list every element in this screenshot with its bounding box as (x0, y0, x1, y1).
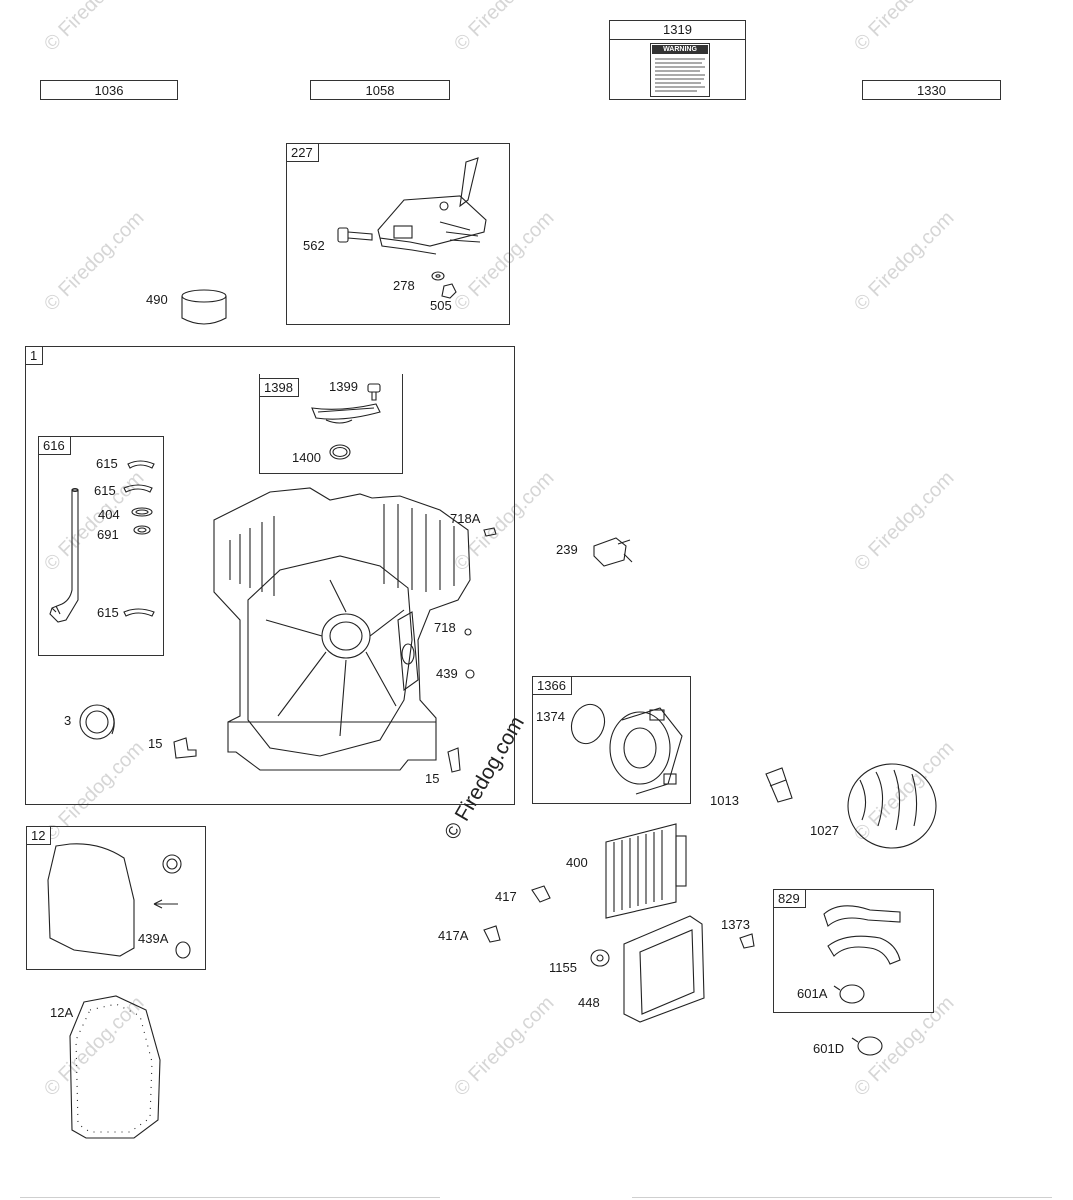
bolt-417A-drawing (483, 925, 501, 943)
group-box-1: 1 (25, 346, 515, 805)
callout-615-bottom: 615 (97, 605, 119, 620)
callout-278: 278 (393, 278, 415, 293)
bolt-562-drawing (337, 227, 373, 243)
group-box-1366: 1366 (532, 676, 691, 804)
screw-1373-drawing (739, 933, 755, 949)
bracket-448-drawing (623, 915, 705, 1023)
callout-3: 3 (64, 713, 72, 728)
group-tag-829: 829 (774, 890, 806, 908)
dipstick-tube-drawing (49, 487, 79, 623)
footer-rule-left (20, 1197, 440, 1198)
ref-box-1036: 1036 (40, 80, 178, 100)
callout-615-mid: 615 (94, 483, 116, 498)
gasket-12A-drawing (69, 995, 161, 1139)
callout-15-right: 15 (425, 771, 440, 786)
footer-rule-right (632, 1197, 1052, 1198)
group-tag-1366: 1366 (533, 677, 572, 695)
group-box-12: 12 (26, 826, 206, 970)
nipple-1013-drawing (765, 767, 793, 803)
clamp-601D-drawing (851, 1036, 883, 1056)
group-box-1398: 1398 (259, 374, 403, 474)
callout-718: 718 (434, 620, 456, 635)
callout-562: 562 (303, 238, 325, 253)
callout-1013: 1013 (710, 793, 739, 808)
pressure-switch-239-drawing (593, 537, 633, 567)
callout-1373: 1373 (721, 917, 750, 932)
washer-278-drawing (431, 271, 445, 281)
ref-box-1319-label: 1319 (610, 21, 745, 40)
callout-718A: 718A (450, 511, 481, 526)
bushing-490-drawing (181, 289, 227, 325)
callout-615-top: 615 (96, 456, 118, 471)
group-tag-12: 12 (27, 827, 52, 845)
group-tag-1: 1 (26, 347, 44, 365)
callout-1374: 1374 (536, 709, 565, 724)
group-box-227: 227 (286, 143, 510, 325)
oring-1374-drawing (570, 703, 606, 745)
callout-691: 691 (97, 527, 119, 542)
clip-615-drawing (123, 460, 155, 617)
callout-601D: 601D (813, 1041, 845, 1056)
group-box-616: 616 (38, 436, 164, 656)
ref-box-1330: 1330 (862, 80, 1001, 100)
nut-505-drawing (441, 283, 457, 299)
callout-1399: 1399 (329, 379, 358, 394)
ref-box-1319: 1319 WARNING (609, 20, 746, 100)
oring-439-drawing (465, 669, 475, 679)
hose-829-drawing (823, 905, 901, 965)
governor-bracket-drawing (377, 157, 487, 255)
callout-417: 417 (495, 889, 517, 904)
seal-3-drawing (79, 704, 115, 740)
oring-404-drawing (131, 507, 153, 517)
callout-448: 448 (578, 995, 600, 1010)
oil-cooler-400-drawing (605, 823, 687, 919)
callout-490: 490 (146, 292, 168, 307)
callout-417A: 417A (438, 928, 469, 943)
callout-400: 400 (566, 855, 588, 870)
gasket-1398-drawing (311, 403, 381, 424)
adapter-1366-drawing (609, 707, 683, 795)
washer-1155-drawing (590, 949, 610, 967)
clamp-601A-drawing (833, 984, 865, 1004)
group-tag-227: 227 (287, 144, 319, 162)
group-tag-616: 616 (39, 437, 71, 455)
callout-12A: 12A (50, 1005, 74, 1020)
gasket-12-drawing (47, 843, 191, 959)
screw-1399-drawing (367, 383, 381, 401)
warning-decal-title: WARNING (652, 45, 708, 54)
seal-691-drawing (133, 525, 151, 535)
callout-439: 439 (436, 666, 458, 681)
pin-718-drawing (464, 628, 472, 636)
group-tag-1398: 1398 (260, 378, 299, 397)
group-box-829: 829 (773, 889, 934, 1013)
warning-decal: WARNING (650, 43, 710, 97)
callout-1155: 1155 (549, 960, 577, 975)
fitting-718A-drawing (483, 527, 497, 537)
ref-box-1058: 1058 (310, 80, 450, 100)
callout-439A: 439A (138, 931, 169, 946)
callout-239: 239 (556, 542, 578, 557)
callout-1400: 1400 (292, 450, 321, 465)
bolt-417-drawing (531, 885, 551, 903)
sensor-15-drawing (173, 737, 461, 773)
callout-505: 505 (430, 298, 452, 313)
callout-404: 404 (98, 507, 120, 522)
callout-601A: 601A (797, 986, 828, 1001)
crankcase-drawing (213, 487, 471, 771)
oring-1400-drawing (329, 444, 351, 460)
callout-15-left: 15 (148, 736, 163, 751)
warning-decal-lines (655, 58, 705, 92)
oil-filter-1027-drawing (847, 763, 937, 849)
callout-1027: 1027 (810, 823, 839, 838)
